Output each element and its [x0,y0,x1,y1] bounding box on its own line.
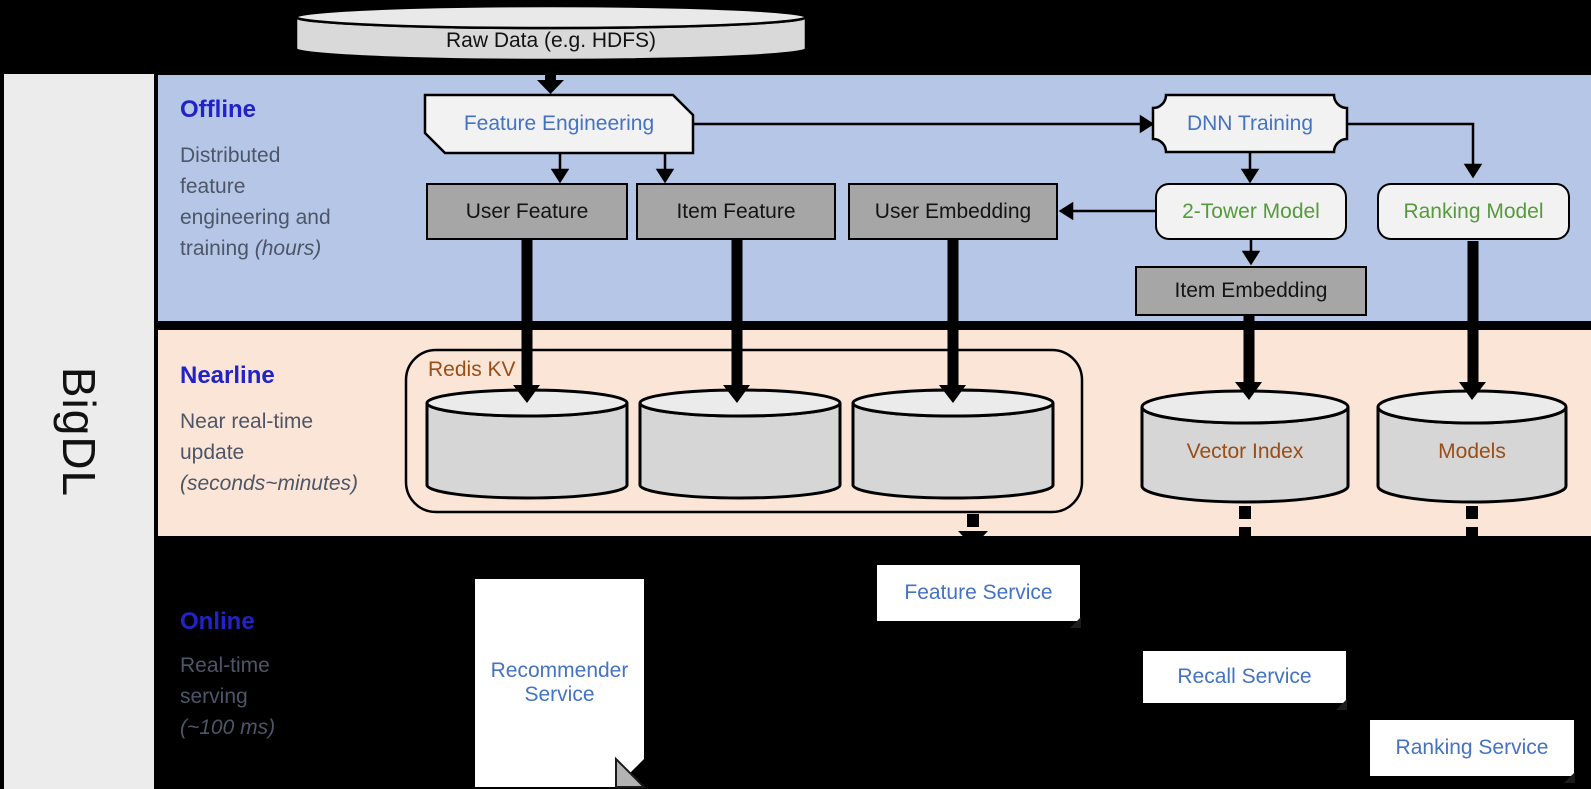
redis-cylinder-3 [851,388,1055,500]
thick-arrows [513,62,1486,547]
two-tower-model-node: 2-Tower Model [1155,183,1347,240]
recall-service-node: Recall Service [1143,651,1346,703]
feature-service-node: Feature Service [877,565,1080,621]
user-feature-node: User Feature [426,183,628,240]
redis-cylinder-2 [638,388,842,500]
online-title: Online [180,608,255,635]
brand-sidebar: BigDL [4,74,154,789]
item-embedding-node: Item Embedding [1135,266,1367,316]
offline-subtitle: Distributed feature engineering and trai… [180,144,331,260]
user-embedding-node: User Embedding [848,183,1058,240]
redis-kv-container [404,348,1084,514]
raw-data-cylinder [294,4,808,62]
recommender-service-node: Recommender Service [475,579,644,787]
ranking-service-fold [1564,772,1575,783]
dnn-training-shape [1151,93,1349,154]
feature-service-fold [1070,617,1081,628]
redis-kv-label: Redis KV [428,358,516,381]
models-cylinder [1376,389,1568,504]
recall-service-fold [1336,699,1347,710]
online-subtitle: Real-time serving (~100 ms) [180,654,276,739]
ranking-service-node: Ranking Service [1370,720,1574,776]
nearline-title: Nearline [180,362,275,389]
feature-engineering-shape [423,93,695,155]
offline-title: Offline [180,96,256,123]
recommender-service-fold [615,756,647,788]
vector-index-cylinder [1140,389,1350,504]
item-feature-node: Item Feature [636,183,836,240]
redis-cylinder-1 [425,388,629,500]
ranking-model-node: Ranking Model [1377,183,1570,240]
nearline-subtitle: Near real-time update (seconds~minutes) [180,410,358,495]
thin-arrows [550,114,1483,266]
